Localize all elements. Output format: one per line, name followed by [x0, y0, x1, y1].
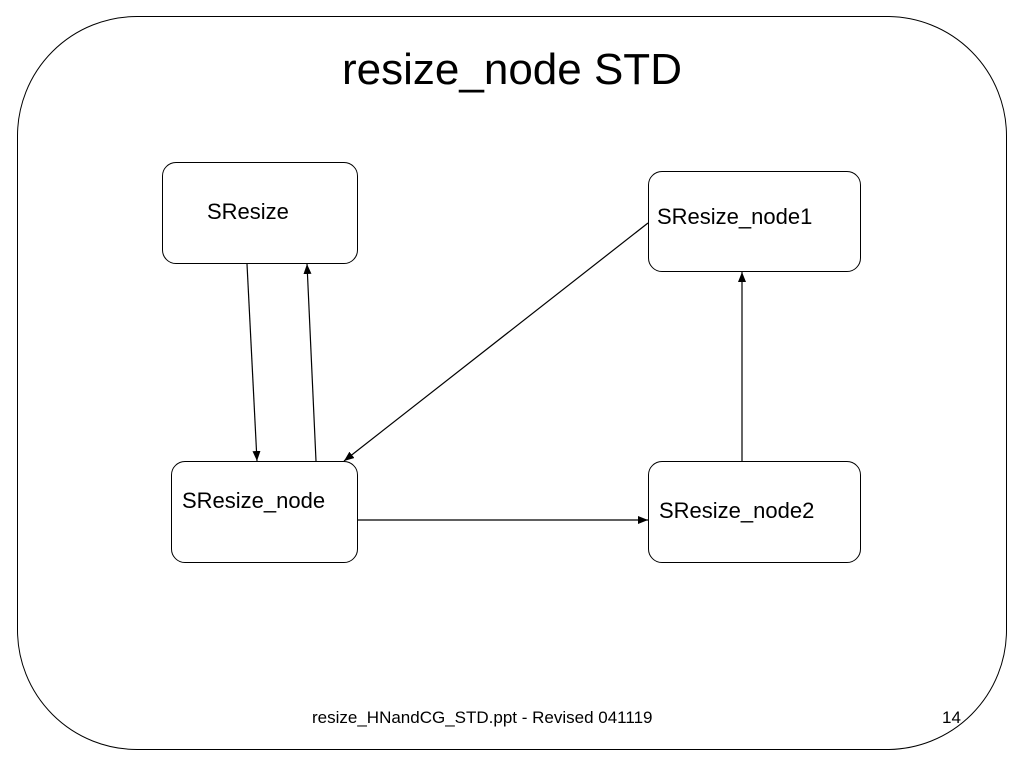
state-sresize-node[interactable]: SResize_node — [171, 461, 358, 563]
slide-frame — [17, 16, 1007, 750]
state-sresize-node1-label: SResize_node1 — [657, 204, 813, 229]
state-sresize[interactable]: SResize — [162, 162, 358, 264]
arrow-sresize-node-to-sresize — [303, 263, 317, 462]
footer-text: resize_HNandCG_STD.ppt - Revised 041119 — [312, 708, 653, 727]
page-number: 14 — [942, 708, 961, 727]
arrow-sresize-to-sresize-node — [246, 263, 261, 462]
state-sresize-node2[interactable]: SResize_node2 — [648, 461, 861, 563]
arrow-sresize-node1-to-sresize-node — [343, 222, 649, 462]
state-sresize-node2-label: SResize_node2 — [659, 498, 815, 523]
state-sresize-node1[interactable]: SResize_node1 — [648, 171, 861, 272]
state-sresize-node-label: SResize_node — [182, 488, 326, 513]
slide-title: resize_node STD — [342, 45, 682, 94]
state-sresize-label: SResize — [207, 199, 289, 224]
